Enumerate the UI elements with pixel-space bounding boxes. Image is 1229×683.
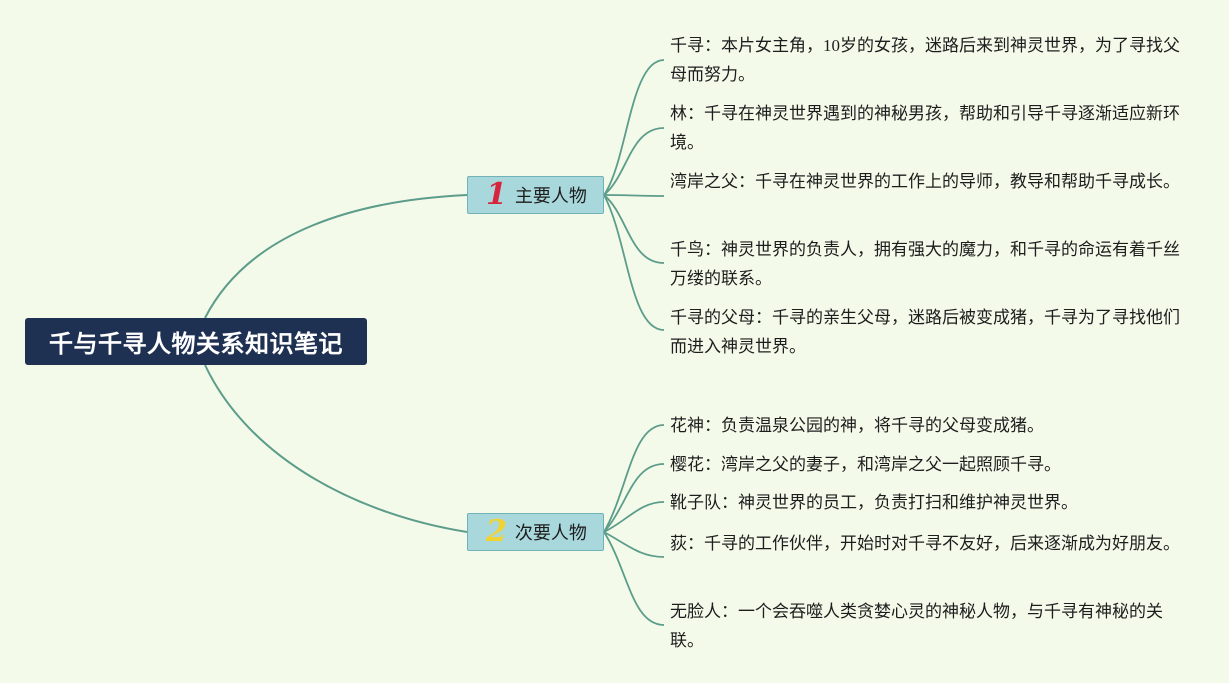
leaf-lin[interactable]: 林：千寻在神灵世界遇到的神秘男孩，帮助和引导千寻逐渐适应新环境。	[670, 104, 1180, 152]
branch-2-to-leaf-5-line	[603, 531, 665, 626]
root-topic[interactable]: 千与千寻人物关系知识笔记	[25, 318, 367, 365]
leaf-chidori[interactable]: 千鸟：神灵世界的负责人，拥有强大的魔力，和千寻的命运有着千丝万缕的联系。	[670, 240, 1180, 288]
leaf-flower-god[interactable]: 花神：负责温泉公园的神，将千寻的父母变成猪。	[670, 416, 1044, 435]
branch-2-to-leaf-2-line	[603, 463, 665, 533]
leaf-boots-team[interactable]: 靴子队：神灵世界的员工，负责打扫和维护神灵世界。	[670, 493, 1078, 512]
root-title: 千与千寻人物关系知识笔记	[49, 330, 343, 358]
branch-2-number: 2	[486, 514, 507, 549]
branch-2-label: 次要人物	[514, 523, 587, 544]
leaf-chihiro[interactable]: 千寻：本片女主角，10岁的女孩，迷路后来到神灵世界，为了寻找父母而努力。	[670, 36, 1180, 84]
leaf-no-face[interactable]: 无脸人：一个会吞噬人类贪婪心灵的神秘人物，与千寻有神秘的关联。	[670, 602, 1163, 650]
branch-1-to-leaf-1-line	[603, 59, 665, 196]
branch-2-to-leaf-4-line	[603, 531, 665, 558]
root-to-branch-2-line	[204, 364, 468, 533]
leaf-sakura[interactable]: 樱花：湾岸之父的妻子，和湾岸之父一起照顾千寻。	[670, 455, 1061, 474]
branch-1-number: 1	[486, 177, 507, 212]
branch-secondary-characters[interactable]: 2 次要人物	[467, 513, 604, 551]
leaf-bay-father[interactable]: 湾岸之父：千寻在神灵世界的工作上的导师，教导和帮助千寻成长。	[670, 172, 1180, 191]
branch-1-to-leaf-5-line	[603, 194, 665, 331]
branch-1-to-leaf-4-line	[603, 194, 665, 264]
leaf-di[interactable]: 荻：千寻的工作伙伴，开始时对千寻不友好，后来逐渐成为好朋友。	[670, 534, 1180, 553]
leaf-chihiro-parents[interactable]: 千寻的父母：千寻的亲生父母，迷路后被变成猪，千寻为了寻找他们而进入神灵世界。	[670, 308, 1180, 356]
branch-2-to-leaf-3-line	[603, 501, 665, 533]
root-to-branch-1-line	[204, 194, 468, 319]
branch-2-to-leaf-1-line	[603, 424, 665, 533]
branch-1-to-leaf-2-line	[603, 127, 665, 196]
branch-main-characters[interactable]: 1 主要人物	[467, 176, 604, 214]
branch-1-label: 主要人物	[514, 186, 587, 207]
branch-1-to-leaf-3-line	[603, 194, 665, 197]
